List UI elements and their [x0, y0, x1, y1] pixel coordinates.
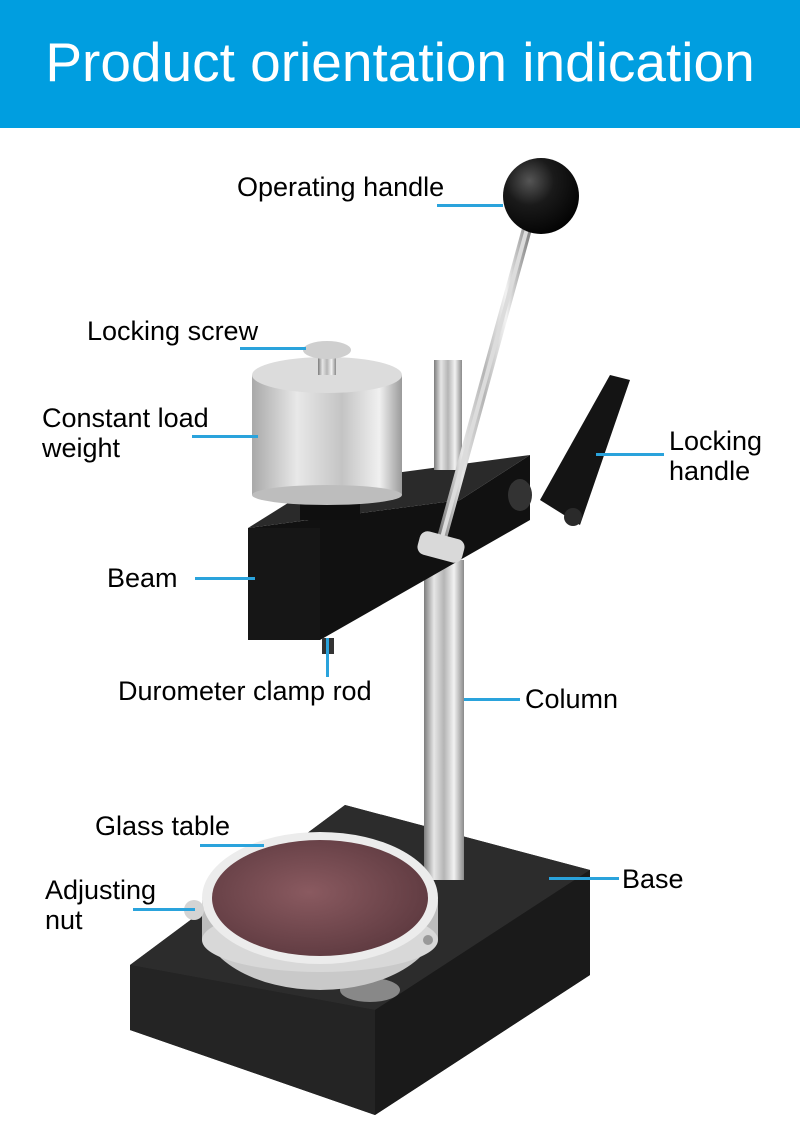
leader-glass-table — [200, 844, 264, 847]
leader-locking-handle — [596, 453, 664, 456]
label-locking-screw: Locking screw — [87, 316, 259, 346]
leader-durometer-clamp-rod — [326, 638, 329, 677]
operating-lever-shape — [417, 158, 579, 563]
guide-post-shape — [434, 360, 462, 470]
product-diagram: Operating handle Locking screw Constant … — [0, 128, 800, 1130]
leader-base — [549, 877, 619, 880]
weight-shape — [252, 341, 402, 520]
leader-beam — [195, 577, 255, 580]
leader-constant-load-weight — [192, 435, 258, 438]
label-constant-load-weight-line1: Constant load — [42, 403, 209, 433]
leader-locking-screw — [240, 347, 306, 350]
label-column: Column — [525, 684, 619, 714]
label-constant-load-weight-line2: weight — [42, 433, 121, 463]
locking-handle-shape — [508, 375, 630, 526]
column-shape — [424, 560, 464, 880]
label-adjusting-nut-line1: Adjusting — [45, 875, 157, 905]
leader-adjusting-nut — [133, 908, 195, 911]
label-base: Base — [622, 864, 684, 894]
durometer-stand-illustration — [130, 158, 630, 1115]
leader-operating-handle — [437, 204, 503, 207]
label-beam: Beam — [107, 563, 178, 593]
leader-column — [464, 698, 520, 701]
label-durometer-clamp-rod: Durometer clamp rod — [118, 676, 372, 706]
label-locking-handle-line1: Locking — [669, 426, 763, 456]
label-adjusting-nut-line2: nut — [45, 905, 83, 935]
title-banner: Product orientation indication — [0, 0, 800, 128]
page-title: Product orientation indication — [45, 31, 755, 93]
label-operating-handle: Operating handle — [237, 172, 445, 202]
label-glass-table: Glass table — [95, 811, 231, 841]
glass-table-shape — [184, 832, 438, 1002]
label-locking-handle-line2: handle — [669, 456, 751, 486]
